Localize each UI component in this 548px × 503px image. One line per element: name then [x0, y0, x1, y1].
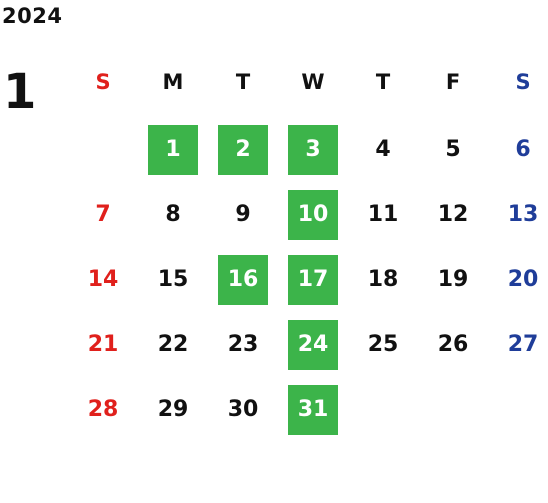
calendar-day-highlighted[interactable]: 17 [288, 255, 338, 305]
weekday-wed: W [301, 70, 325, 94]
calendar-day[interactable]: 18 [367, 267, 399, 292]
calendar-day[interactable]: 13 [507, 202, 539, 227]
calendar-day[interactable]: 6 [515, 137, 531, 162]
calendar-day[interactable]: 29 [157, 397, 189, 422]
calendar-day[interactable]: 8 [165, 202, 181, 227]
weekday-thu: T [375, 70, 391, 94]
calendar-day[interactable]: 9 [235, 202, 251, 227]
calendar-day[interactable]: 23 [227, 332, 259, 357]
calendar-day-highlighted[interactable]: 16 [218, 255, 268, 305]
calendar-day[interactable]: 26 [437, 332, 469, 357]
weekday-fri: F [445, 70, 461, 94]
calendar-day[interactable]: 15 [157, 267, 189, 292]
calendar-day[interactable]: 19 [437, 267, 469, 292]
weekday-tue: T [235, 70, 251, 94]
calendar-day-highlighted[interactable]: 2 [218, 125, 268, 175]
weekday-sat: S [515, 70, 531, 94]
calendar-day[interactable]: 7 [95, 202, 111, 227]
calendar-day[interactable]: 27 [507, 332, 539, 357]
calendar-day[interactable]: 30 [227, 397, 259, 422]
calendar-day[interactable]: 14 [87, 267, 119, 292]
weekday-mon: M [162, 70, 184, 94]
calendar-day[interactable]: 21 [87, 332, 119, 357]
calendar-day[interactable]: 28 [87, 397, 119, 422]
calendar-day-highlighted[interactable]: 24 [288, 320, 338, 370]
calendar-day[interactable]: 5 [445, 137, 461, 162]
year-label: 2024 [2, 4, 63, 28]
month-number: 1 [3, 64, 37, 120]
calendar-day[interactable]: 20 [507, 267, 539, 292]
calendar-day-highlighted[interactable]: 1 [148, 125, 198, 175]
calendar-day[interactable]: 22 [157, 332, 189, 357]
weekday-sun: S [95, 70, 111, 94]
calendar-day-highlighted[interactable]: 31 [288, 385, 338, 435]
calendar-day[interactable]: 25 [367, 332, 399, 357]
calendar-day[interactable]: 4 [375, 137, 391, 162]
calendar-day-highlighted[interactable]: 10 [288, 190, 338, 240]
calendar-day-highlighted[interactable]: 3 [288, 125, 338, 175]
calendar-day[interactable]: 12 [437, 202, 469, 227]
calendar-day[interactable]: 11 [367, 202, 399, 227]
